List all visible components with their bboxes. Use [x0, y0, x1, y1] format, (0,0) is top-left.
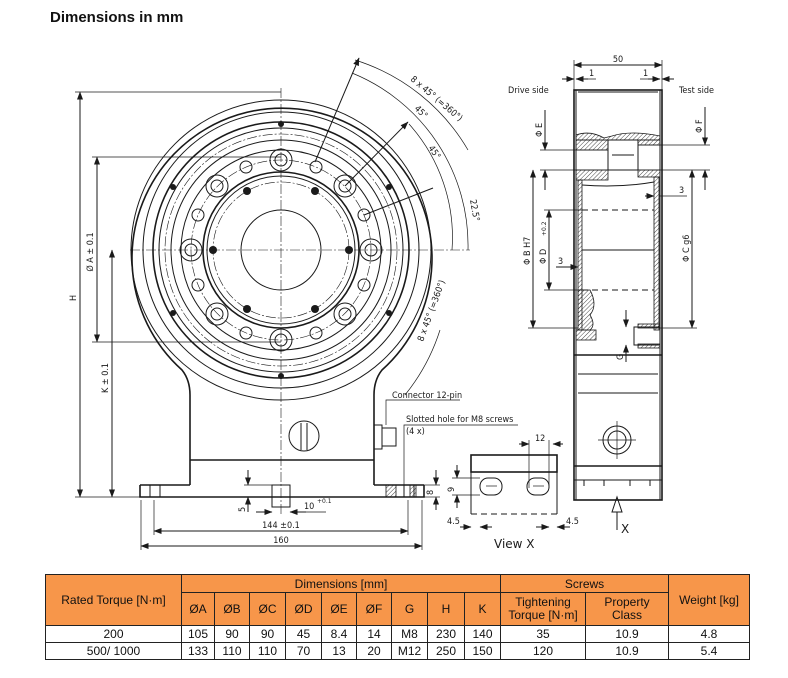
header-screws: Screws	[500, 574, 669, 593]
angle-lower-label: 8 x 45° (=360°)	[416, 279, 447, 343]
slotted-hole-label: Slotted hole for M8 screws	[406, 415, 513, 425]
dim-50-label: 50	[613, 55, 623, 65]
cell-torque: 500/ 1000	[45, 642, 182, 660]
cell-dim-d: 45	[285, 625, 322, 643]
cell-weight: 5.4	[668, 642, 750, 660]
cell-weight: 4.8	[668, 625, 750, 643]
cell-torque: 200	[45, 625, 182, 643]
side-view: 50 1 1 Drive side Test side Φ E Φ F Φ B …	[508, 55, 714, 536]
angle-45a-label: 45°	[412, 104, 429, 121]
dim-a-label: Ø A ± 0.1	[85, 232, 96, 271]
dim-3b-label: 3	[558, 257, 563, 267]
dim-12-label: 12	[535, 434, 545, 444]
dim-g-label: G	[616, 354, 626, 360]
connector-icon	[373, 424, 383, 450]
dim-d-label: Φ D	[539, 249, 549, 264]
cell-dim-d: 70	[285, 642, 322, 660]
cell-dim-e: 8.4	[321, 625, 357, 643]
header-tightening: Tightening Torque [N·m]	[500, 592, 586, 626]
drive-side-label: Drive side	[508, 86, 549, 96]
dim-h-label: H	[69, 295, 79, 301]
dim-b-label: Φ B H7	[523, 237, 533, 265]
cell-dim-a: 133	[181, 642, 215, 660]
header-dim-g: G	[391, 592, 428, 626]
dim-8-label: 8	[426, 490, 436, 495]
cell-dim-k: 140	[464, 625, 501, 643]
test-side-label: Test side	[678, 86, 714, 96]
cell-dim-a: 105	[181, 625, 215, 643]
cell-dim-h: 230	[427, 625, 465, 643]
view-x-arrow-label: X	[621, 522, 629, 536]
header-dim-f: ØF	[356, 592, 392, 626]
dim-right-gap-label: 1	[643, 69, 648, 79]
technical-drawing: H Ø A ± 0.1 K ± 0.1 8 x 45° (=360°) 45° …	[69, 55, 714, 551]
header-dim-d: ØD	[285, 592, 322, 626]
cell-dim-c: 110	[249, 642, 286, 660]
cell-dim-b: 90	[214, 625, 250, 643]
base-plate	[139, 484, 425, 498]
cell-dim-c: 90	[249, 625, 286, 643]
housing-outline	[131, 107, 433, 485]
dim-f-label: Φ F	[695, 119, 705, 133]
dim-c-label: Φ C g6	[682, 235, 692, 262]
dim-left-gap-label: 1	[589, 69, 594, 79]
cell-tightening: 120	[500, 642, 586, 660]
cell-dim-f: 20	[356, 642, 392, 660]
view-x-title: View X	[494, 537, 535, 551]
cell-dim-g: M12	[391, 642, 428, 660]
table-row: 500/ 1000 133 110 110 70 13 20 M12 250 1…	[45, 642, 750, 660]
dim-k-label: K ± 0.1	[101, 363, 111, 393]
cell-dim-e: 13	[321, 642, 357, 660]
dim-10-tol-label: +0.1	[317, 498, 332, 505]
dim-3a-label: 3	[679, 186, 684, 196]
dim-5-label: 5	[238, 507, 248, 512]
cell-property: 10.9	[585, 625, 669, 643]
angle-22-label: 22.5°	[467, 199, 481, 222]
slotted-count-label: (4 x)	[406, 427, 425, 437]
dim-144-label: 144 ±0.1	[262, 521, 300, 531]
spec-table: Rated Torque [N·m] Dimensions [mm] Screw…	[45, 574, 750, 660]
housing-screw-icon	[288, 420, 320, 452]
cell-dim-b: 110	[214, 642, 250, 660]
header-dim-c: ØC	[249, 592, 286, 626]
header-dim-a: ØA	[181, 592, 215, 626]
page-title: Dimensions in mm	[50, 9, 184, 26]
dim-d-tol-label: +0.2	[541, 221, 548, 236]
connector-label: Connector 12-pin	[392, 391, 462, 401]
header-dim-h: H	[427, 592, 465, 626]
header-dim-e: ØE	[321, 592, 357, 626]
cell-dim-g: M8	[391, 625, 428, 643]
cell-dim-f: 14	[356, 625, 392, 643]
front-view: H Ø A ± 0.1 K ± 0.1 8 x 45° (=360°) 45° …	[69, 57, 518, 550]
header-dim-k: K	[464, 592, 501, 626]
header-rated-torque: Rated Torque [N·m]	[45, 574, 182, 626]
table-row: 200 105 90 90 45 8.4 14 M8 230 140 35 10…	[45, 625, 750, 643]
header-dim-b: ØB	[214, 592, 250, 626]
view-x: 12 9 4.5 4.5 View X	[447, 434, 579, 551]
dim-45-left-label: 4.5	[447, 517, 460, 527]
dim-9-label: 9	[447, 487, 457, 492]
dim-45-right-label: 4.5	[566, 517, 579, 527]
cell-dim-h: 250	[427, 642, 465, 660]
cell-tightening: 35	[500, 625, 586, 643]
header-dimensions: Dimensions [mm]	[181, 574, 501, 593]
cell-dim-k: 150	[464, 642, 501, 660]
header-weight: Weight [kg]	[668, 574, 750, 626]
dim-160-label: 160	[273, 536, 288, 546]
bolt-holes	[170, 121, 392, 379]
cell-property: 10.9	[585, 642, 669, 660]
dim-10-label: 10	[304, 502, 314, 512]
header-property: Property Class	[585, 592, 669, 626]
dim-e-label: Φ E	[535, 123, 545, 137]
